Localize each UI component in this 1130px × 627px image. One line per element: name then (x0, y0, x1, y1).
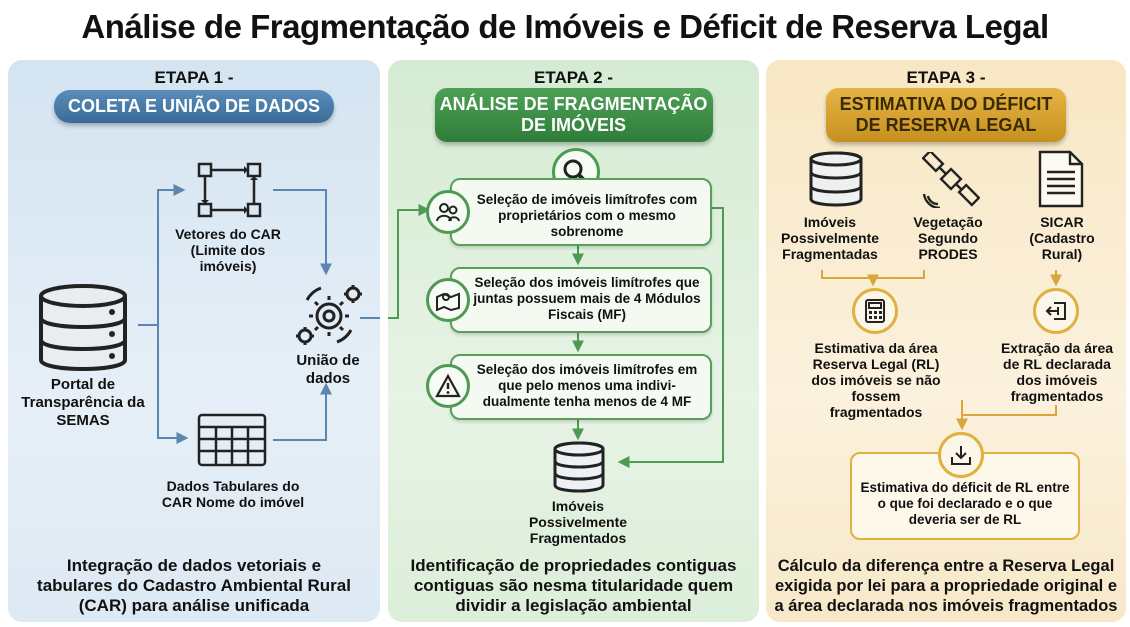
stage-3-panel: ETAPA 3 - ESTIMATIVA DO DÉFICIT DE RESER… (766, 60, 1126, 622)
input-1-label: Imóveis Possivelmente Fragmentadas (780, 214, 880, 262)
step-1-text: Seleção de imóveis limítrofes com propri… (476, 192, 698, 239)
vector-network-icon (197, 162, 262, 218)
step-2-box: Seleção dos imóveis limítrofes que junta… (450, 267, 712, 333)
source-label: Portal de Transparência da SEMAS (21, 376, 145, 429)
stage-3-heading: ESTIMATIVA DO DÉFICIT DE RESERVA LEGAL (826, 88, 1066, 142)
stage-3-label: ETAPA 3 - (906, 68, 986, 87)
stage-1-connectors (138, 184, 380, 444)
stage-3-connectors (821, 270, 1062, 431)
result-database-icon (553, 441, 605, 493)
calc-label: Estimativa da área Reserva Legal (RL) do… (811, 340, 941, 420)
stage-2-heading: ANÁLISE DE FRAGMENTAÇÃO DE IMÓVEIS (434, 88, 713, 142)
tabular-label: Dados Tabulares do CAR Nome do imóvel (161, 478, 305, 510)
page-title: Análise de Fragmentação de Imóveis e Déf… (81, 8, 1049, 45)
warning-icon (426, 364, 470, 408)
input-2-label: Vegetação Segundo PRODES (913, 214, 983, 262)
union-label: União de dados (296, 352, 360, 387)
database-icon (809, 151, 863, 207)
stage-1-footer: Integração de dados vetoriais e tabulare… (37, 556, 351, 615)
satellite-icon (922, 152, 980, 208)
gears-icon (296, 285, 362, 345)
deficit-text: Estimativa do déficit de RL entre o que … (860, 480, 1070, 527)
stage-1-panel: ETAPA 1 - COLETA E UNIÃO DE DADOS Portal… (8, 60, 380, 622)
extract-label: Extração da área de RL declarada dos imó… (1000, 340, 1114, 404)
stage-2-panel: ETAPA 2 - ANÁLISE DE FRAGMENTAÇÃO DE IMÓ… (388, 60, 759, 622)
stage-1-label: ETAPA 1 - (154, 68, 234, 87)
step-2-text: Seleção dos imóveis limítrofes que junta… (473, 275, 701, 322)
document-icon (1038, 150, 1084, 208)
people-icon (426, 190, 470, 234)
stage-2-footer: Identificação de propriedades contiguas … (410, 556, 737, 615)
table-icon (197, 413, 267, 467)
database-icon (39, 284, 127, 371)
stage-1-heading: COLETA E UNIÃO DE DADOS (54, 90, 334, 123)
map-pin-icon (426, 278, 470, 322)
vectors-label: Vetores do CAR (Limite dos imóveis) (175, 226, 281, 274)
input-3-label: SICAR (Cadastro Rural) (1029, 214, 1095, 262)
stage-3-footer: Cálculo da diferença entre a Reserva Leg… (774, 557, 1118, 615)
result-label: Imóveis Possivelmente Fragmentados (528, 498, 628, 546)
extract-icon (1033, 288, 1079, 334)
calculator-icon (852, 288, 898, 334)
download-icon (938, 432, 984, 478)
stage-2-connectors (388, 204, 724, 468)
stage-2-label: ETAPA 2 - (533, 68, 614, 87)
step-1-box: Seleção de imóveis limítrofes com propri… (450, 178, 712, 246)
step-3-text: Seleção dos imóveis limítrofes em que pe… (476, 362, 698, 409)
step-3-box: Seleção dos imóveis limítrofes em que pe… (450, 354, 712, 420)
